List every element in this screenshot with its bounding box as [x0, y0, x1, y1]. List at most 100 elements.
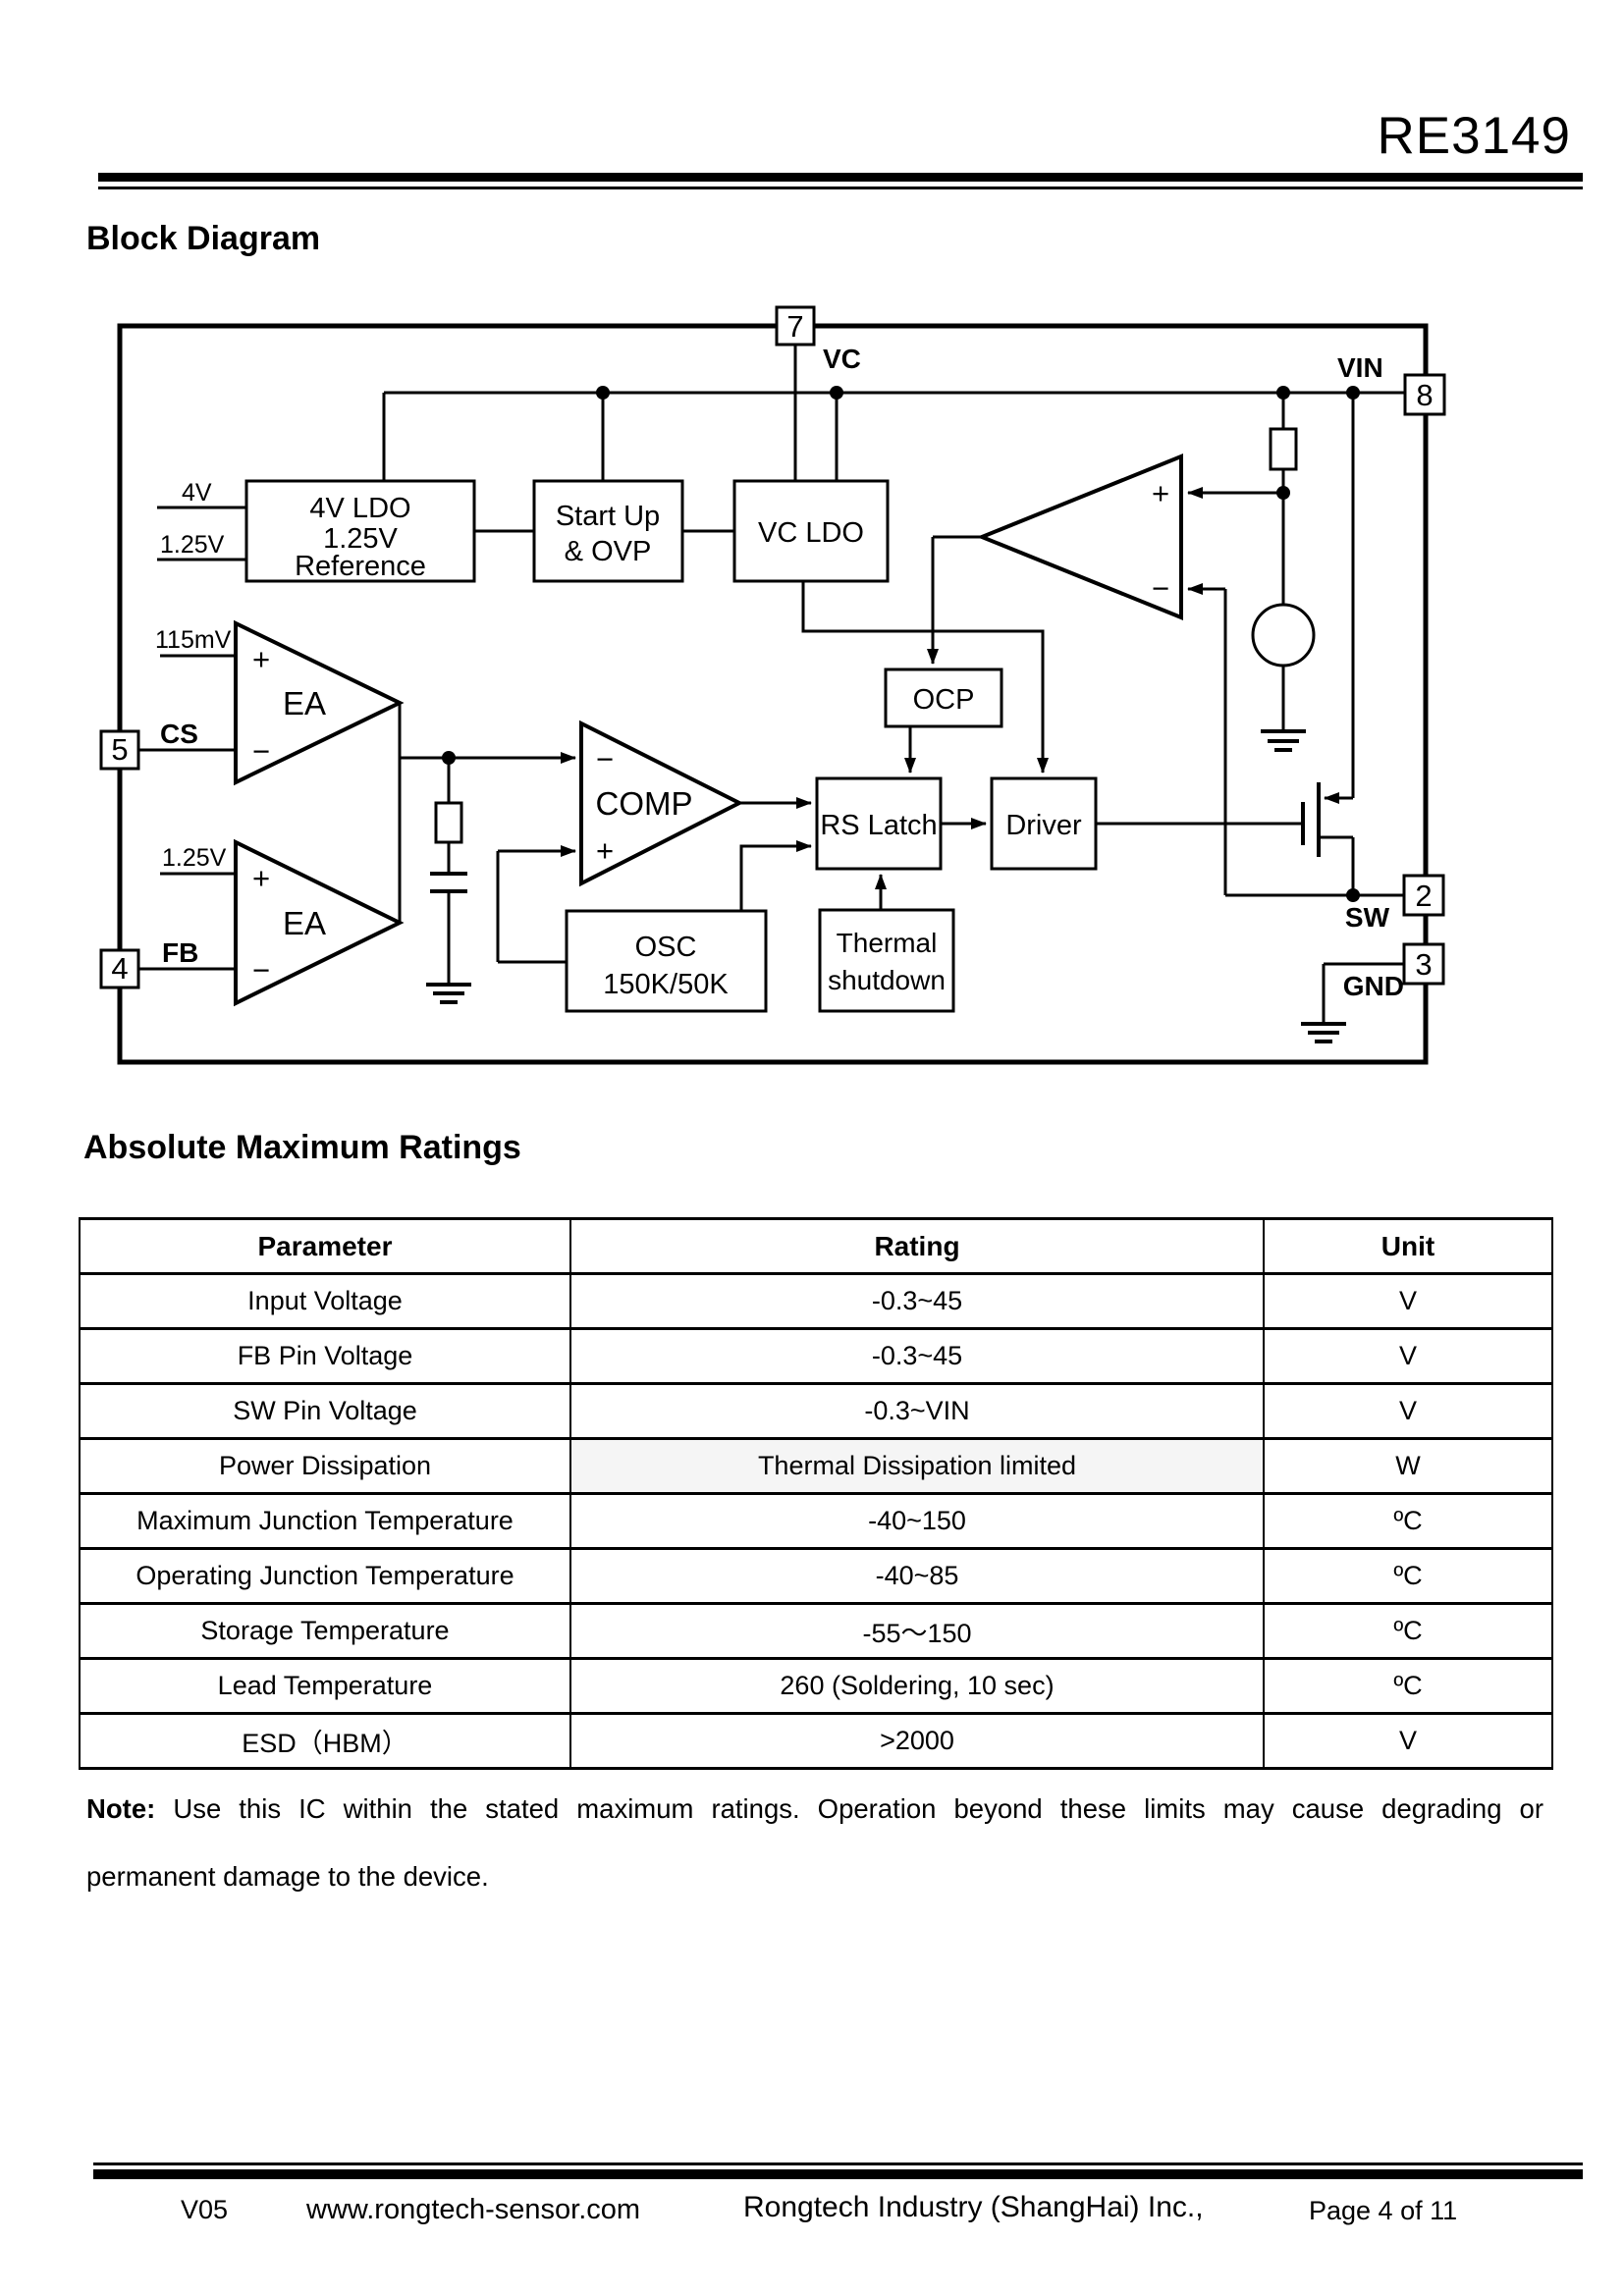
comp-text: COMP [596, 785, 693, 822]
vin-comparator [976, 454, 1183, 620]
ldo-text-2: 1.25V [323, 523, 398, 555]
mosfet [1301, 782, 1321, 857]
abs-max-ratings-table: Parameter Rating Unit Input Voltage -0.3… [79, 1217, 1553, 1770]
table-row: Power Dissipation Thermal Dissipation li… [79, 1437, 1553, 1495]
comp-plus: + [596, 833, 614, 868]
param-cell: Power Dissipation [79, 1437, 571, 1495]
rating-cell: >2000 [569, 1712, 1265, 1770]
table-row: Input Voltage -0.3~45 V [79, 1272, 1553, 1330]
rating-cell: -0.3~VIN [569, 1382, 1265, 1440]
table-row: Maximum Junction Temperature -40~150 ºC [79, 1492, 1553, 1550]
unit-cell: V [1263, 1327, 1553, 1385]
param-cell: Operating Junction Temperature [79, 1547, 571, 1605]
unit-cell: ºC [1263, 1492, 1553, 1550]
startup-text-1: Start Up [556, 501, 660, 532]
rs-latch-block [815, 776, 943, 871]
header-rule-thin [98, 187, 1583, 189]
osc-text-2: 150K/50K [603, 969, 729, 1000]
note-line-2: permanent damage to the device. [86, 1861, 489, 1892]
ea1-text: EA [283, 685, 326, 721]
param-cell: FB Pin Voltage [79, 1327, 571, 1385]
ldo-text-3: Reference [295, 551, 426, 582]
param-cell: Maximum Junction Temperature [79, 1492, 571, 1550]
pin-5-number: 5 [111, 732, 128, 767]
table-row: ESD（HBM） >2000 V [79, 1712, 1553, 1770]
unit-cell: W [1263, 1437, 1553, 1495]
table-row: Lead Temperature 260 (Soldering, 10 sec)… [79, 1657, 1553, 1715]
footer-rule-thin [93, 2163, 1583, 2165]
unit-cell: V [1263, 1272, 1553, 1330]
pin-3-number: 3 [1415, 947, 1432, 982]
ea1-minus: − [252, 734, 270, 769]
param-cell: Storage Temperature [79, 1602, 571, 1660]
page-title: RE3149 [1377, 107, 1571, 165]
rating-cell: Thermal Dissipation limited [569, 1437, 1265, 1495]
startup-text-2: & OVP [565, 536, 652, 567]
col-header-unit: Unit [1263, 1217, 1553, 1275]
footer-website: www.rongtech-sensor.com [306, 2194, 641, 2225]
arrow-wires [400, 487, 1353, 911]
rating-cell: -40~150 [569, 1492, 1265, 1550]
ocp-block [884, 667, 1003, 728]
rs-latch-text: RS Latch [820, 810, 937, 841]
ea2-plus: + [252, 861, 270, 895]
ldo-text-1: 4V LDO [309, 493, 410, 524]
note-paragraph: Note: Use this IC within the stated maxi… [86, 1792, 1543, 1893]
pin-4-box [99, 948, 140, 989]
rating-cell: -55～150 [569, 1602, 1265, 1660]
comp-triangle [579, 720, 744, 887]
pin-8-box [1403, 373, 1446, 416]
pin-8-number: 8 [1416, 378, 1433, 412]
capacitor [430, 872, 467, 893]
footer-version: V05 [181, 2195, 229, 2224]
rating-cell: -0.3~45 [569, 1272, 1265, 1330]
pin-2-box [1402, 874, 1445, 917]
thermal-text-1: Thermal [837, 928, 938, 958]
col-header-parameter: Parameter [79, 1217, 571, 1275]
col-header-rating: Rating [569, 1217, 1265, 1275]
table-row: Storage Temperature -55～150 ºC [79, 1602, 1553, 1660]
label-115mv: 115mV [155, 626, 232, 654]
param-cell: SW Pin Voltage [79, 1382, 571, 1440]
osc-block [565, 909, 768, 1013]
param-cell: ESD（HBM） [79, 1712, 571, 1770]
osc-text-1: OSC [635, 932, 697, 963]
startup-ovp-block [532, 479, 684, 583]
driver-text: Driver [1005, 810, 1082, 841]
section-title-block-diagram: Block Diagram [86, 220, 321, 257]
label-4v: 4V [182, 479, 212, 507]
pin-2-number: 2 [1415, 879, 1432, 913]
footer-rule-thick [93, 2169, 1583, 2179]
ea2-minus: − [252, 953, 270, 988]
ldo-reference-block [244, 479, 476, 583]
label-fb: FB [162, 937, 198, 968]
current-source [1251, 603, 1316, 667]
vcldo-text: VC LDO [758, 517, 864, 549]
pin-boxes [99, 305, 1446, 989]
wires [138, 345, 1405, 1024]
unit-cell: ºC [1263, 1547, 1553, 1605]
rating-cell: 260 (Soldering, 10 sec) [569, 1657, 1265, 1715]
label-sw: SW [1345, 902, 1390, 933]
junction-dots [442, 386, 1360, 902]
pin-3-box [1402, 942, 1445, 986]
table-row: SW Pin Voltage -0.3~VIN V [79, 1382, 1553, 1440]
ea1-plus: + [252, 642, 270, 676]
ocp-text: OCP [913, 684, 975, 716]
ground-symbols [426, 729, 1346, 1043]
block-diagram: 7 8 5 4 2 3 VC VIN CS FB SW GND 4V 1.25V… [99, 305, 1446, 1065]
pin-7-number: 7 [786, 309, 803, 344]
function-blocks [244, 479, 1098, 1013]
param-cell: Input Voltage [79, 1272, 571, 1330]
vin-comp-plus: + [1152, 476, 1169, 510]
comp-minus: − [596, 742, 614, 776]
ea2-text: EA [283, 905, 326, 941]
footer-page-number: Page 4 of 11 [1309, 2196, 1458, 2225]
footer-company: Rongtech Industry (ShangHai) Inc., [743, 2191, 1204, 2223]
note-text: Use this IC within the stated maximum ra… [173, 1793, 1544, 1824]
section-title-abs-max: Absolute Maximum Ratings [83, 1129, 521, 1166]
label-vc: VC [823, 344, 861, 374]
label-gnd: GND [1343, 971, 1404, 1001]
resistor-comp [434, 801, 463, 844]
